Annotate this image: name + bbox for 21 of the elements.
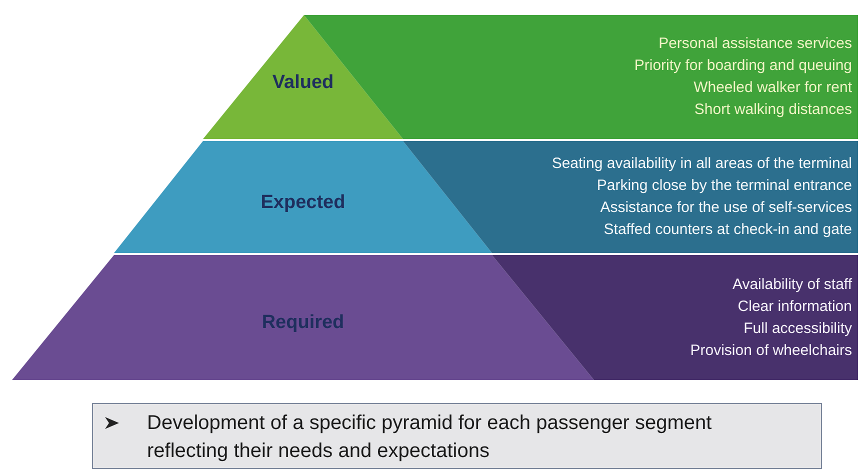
list-item: Staffed counters at check-in and gate: [604, 220, 852, 240]
list-item: Personal assistance services: [658, 34, 852, 54]
list-item: Short walking distances: [694, 100, 852, 120]
pyramid-tier: [12, 255, 594, 380]
tier-label: Expected: [260, 190, 346, 215]
list-item: Parking close by the terminal entrance: [596, 176, 852, 196]
list-item: Priority for boarding and queuing: [634, 56, 852, 76]
tier-label: Required: [262, 311, 344, 336]
list-item: Seating availability in all areas of the terminal: [552, 154, 852, 174]
note-box: [92, 403, 822, 469]
list-item: Assistance for the use of self-services: [600, 198, 852, 218]
list-panel: [492, 255, 858, 380]
list-item: Clear information: [738, 296, 852, 316]
pyramid-tier: [203, 15, 403, 139]
list-item: Availability of staff: [732, 274, 852, 294]
tier-label: Valued: [272, 70, 334, 95]
note-text: Development of a specific pyramid for each passenger segment reflecting their needs and expectations: [147, 411, 713, 464]
pyramid-tier: [114, 141, 492, 253]
list-item: Provision of wheelchairs: [690, 340, 852, 360]
list-item: Full accessibility: [744, 318, 852, 338]
list-item: Wheeled walker for rent: [694, 78, 852, 98]
